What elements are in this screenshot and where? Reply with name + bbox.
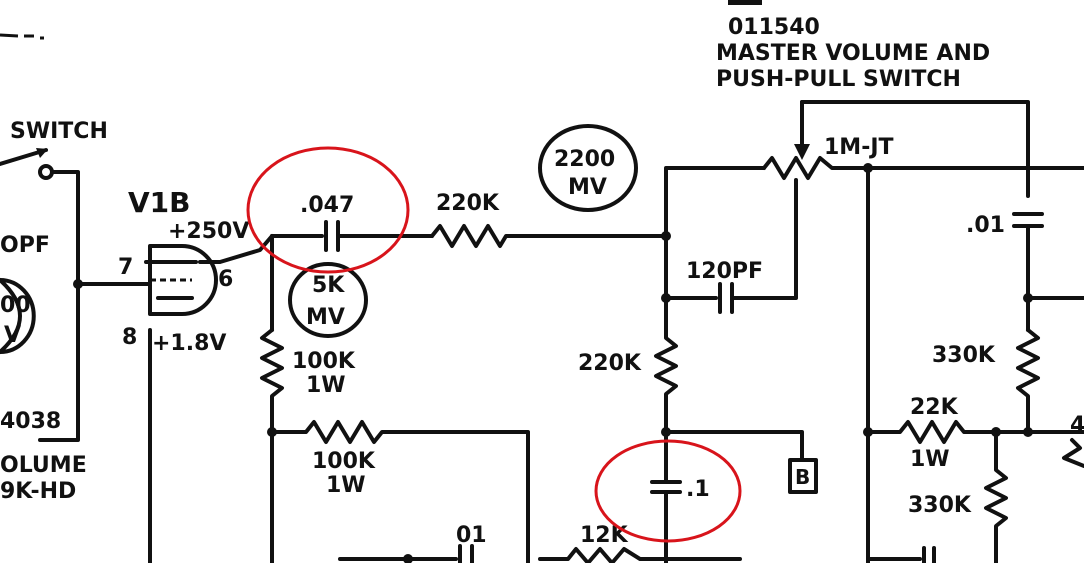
cap-120pf-wire-b [732,178,798,300]
resistor-330k-b-label: 330K [908,493,972,518]
cap-047-label: .047 [300,193,354,218]
left-mv-b: V [4,323,21,348]
resistor-330k-b [984,430,1008,563]
resistor-22k-label: 22K [910,395,959,420]
switch-label: SWITCH [10,119,108,144]
resistor-12k [538,547,742,563]
cap-point1-label: .1 [686,477,710,502]
left-part-label: 4038 [0,409,61,434]
resistor-100k-b-label: 100K [312,449,376,474]
switch-wire [38,170,80,442]
pin6-label: 6 [218,267,233,292]
left-pf-label: OPF [0,233,50,258]
mv-5k-value: 5K [312,273,345,298]
pin7-label: 7 [118,255,133,280]
cap-01-bottom-label: 01 [456,523,487,548]
mv-2200-value: 2200 [554,147,615,172]
bottom-right-wire [866,546,936,563]
cap-047-symbol [324,220,340,252]
resistor-100k-b [270,420,530,563]
tube-label: V1B [128,186,191,219]
junction-grid [73,279,83,289]
resistor-22k [866,420,1084,444]
highlight-cap-point1 [594,439,742,543]
cathode-voltage: +1.8V [152,331,226,356]
junction-bottom [403,554,413,563]
resistor-220k-top-label: 220K [436,191,500,216]
node-b-wire [664,430,804,460]
cap-120pf-label: 120PF [686,259,763,284]
cap-01-right-label: .01 [966,213,1005,238]
highlight-cap-047 [246,146,410,274]
resistor-12k-label: 12K [580,523,629,548]
part-number: 011540 [728,15,820,40]
node-b-box [788,458,818,494]
pushpull-bracket [800,100,1030,198]
resistor-100k-plate-label: 100K [292,349,356,374]
right-edge-resistor [1062,438,1084,468]
cap-01-right-symbol [1012,212,1044,228]
mv-5k-badge [288,262,368,338]
mv-2200-badge [538,124,638,212]
node-b-label: B [795,465,810,489]
resistor-100k-plate [260,328,284,563]
part-marker [728,0,762,5]
cap-point1-symbol [650,480,682,494]
left-mv-circle [0,278,36,354]
resistor-22k-watt: 1W [910,447,950,472]
pot-1m-wiper-arrow [794,144,810,160]
push-pull-title: PUSH-PULL SWITCH [716,67,961,92]
junction-330k-a-bottom [1023,427,1033,437]
resistor-330k-a-label: 330K [932,343,996,368]
plate-wire [198,234,274,264]
mv-2200-unit: MV [568,175,607,200]
master-volume-title: MASTER VOLUME AND [716,41,990,66]
plate-voltage: +250V [168,219,249,244]
pot-1m-label: 1M-JT [824,135,894,160]
resistor-330k-a [1016,328,1040,434]
mv-5k-unit: MV [306,305,345,330]
left-mv-a: 00 [0,293,31,318]
resistor-220k-top [430,224,668,248]
resistor-100k-plate-watt: 1W [306,373,346,398]
cap-120pf-symbol [718,282,734,314]
tube-envelope [148,244,218,316]
resistor-220k-mid-label: 220K [578,351,642,376]
cap-01-bottom-symbol [458,544,474,563]
switch-arrow [36,148,48,158]
pin8-label: 8 [122,325,137,350]
mid-bus-top [664,166,766,238]
resistor-100k-b-watt: 1W [326,473,366,498]
left-pot-label: 9K-HD [0,479,76,504]
left-volume-label: OLUME [0,453,87,478]
left-mv-circle-edge [0,278,22,354]
right-edge-label: 4 [1070,413,1084,438]
pot-1m-body [762,156,870,180]
scribble [0,33,44,40]
resistor-220k-mid [654,328,678,434]
